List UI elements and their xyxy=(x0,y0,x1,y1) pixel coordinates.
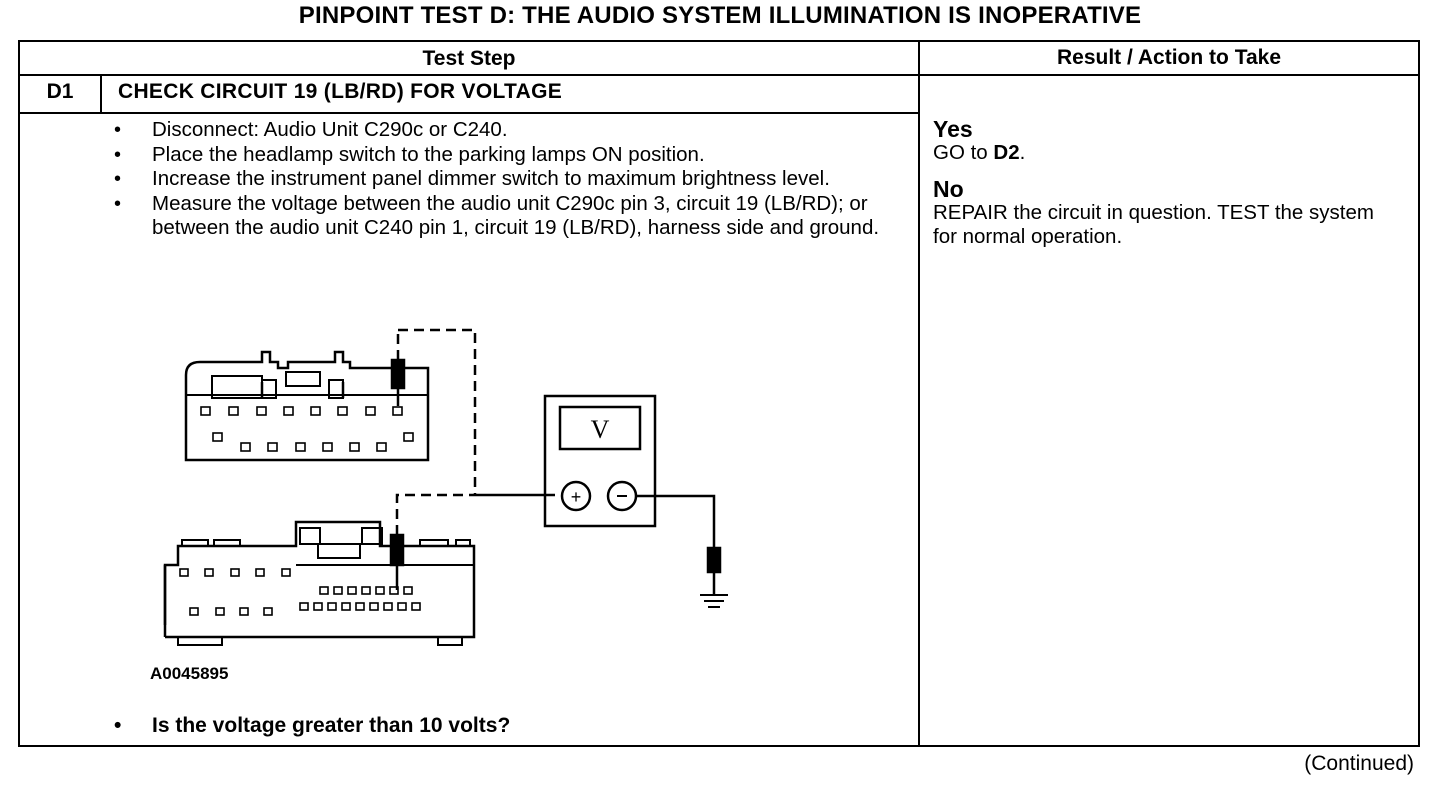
step-title: CHECK CIRCUIT 19 (LB/RD) FOR VOLTAGE xyxy=(118,80,563,103)
column-divider xyxy=(918,40,920,747)
test-table xyxy=(18,40,1420,747)
header-result-action: Result / Action to Take xyxy=(1056,46,1282,69)
test-question: Is the voltage greater than 10 volts? xyxy=(112,714,510,738)
instruction-item: Increase the instrument panel dimmer swi… xyxy=(112,167,902,192)
voltmeter-display: V xyxy=(591,415,610,444)
result-yes-prefix: GO to xyxy=(933,141,994,164)
step-title-divider xyxy=(18,112,920,114)
instruction-item: Disconnect: Audio Unit C290c or C240. xyxy=(112,118,902,143)
probe-top xyxy=(390,328,477,495)
probe-bottom xyxy=(389,493,475,590)
voltmeter xyxy=(543,394,657,528)
result-yes-label: Yes xyxy=(933,116,973,142)
result-yes-action: GO to D2. xyxy=(933,141,1403,165)
connector-c240 xyxy=(163,520,476,646)
instruction-list: Disconnect: Audio Unit C290c or C240. Pl… xyxy=(112,118,902,241)
result-yes: Yes GO to D2. xyxy=(933,117,1403,165)
voltmeter-plus: + xyxy=(571,487,582,507)
figure-id: A0045895 xyxy=(150,664,229,683)
instruction-item: Measure the voltage between the audio un… xyxy=(112,192,902,241)
connector-c240-pins xyxy=(179,568,421,616)
step-id: D1 xyxy=(46,80,74,103)
connector-c290c-pins xyxy=(200,406,414,452)
step-id-divider xyxy=(100,76,102,114)
result-no-action: REPAIR the circuit in question. TEST the… xyxy=(933,201,1374,248)
continued-note: (Continued) xyxy=(1304,752,1414,775)
instruction-item: Place the headlamp switch to the parking… xyxy=(112,143,902,168)
connector-c290c xyxy=(184,350,430,462)
result-yes-suffix: . xyxy=(1019,141,1026,164)
result-no: No REPAIR the circuit in question. TEST … xyxy=(933,177,1403,249)
result-no-label: No xyxy=(933,176,964,202)
header-row-divider xyxy=(18,74,1420,76)
page-title: PINPOINT TEST D: THE AUDIO SYSTEM ILLUMI… xyxy=(298,2,1142,29)
header-test-step: Test Step xyxy=(422,47,516,70)
ground-lead xyxy=(636,494,728,608)
result-yes-target: D2 xyxy=(993,141,1020,164)
